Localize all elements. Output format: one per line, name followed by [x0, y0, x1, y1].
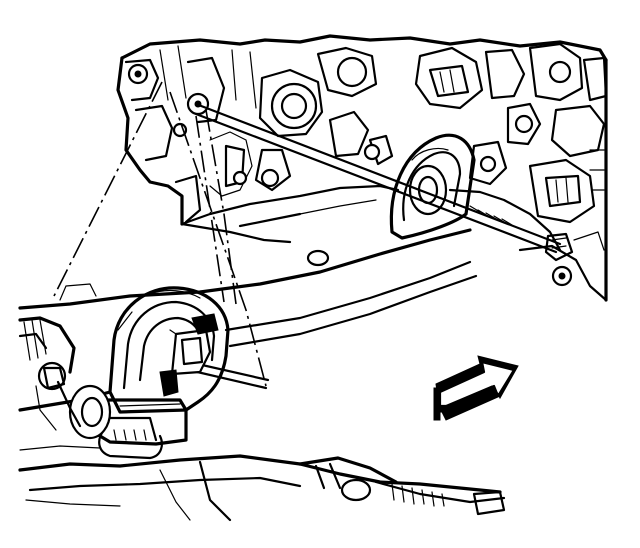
mount-bolt	[178, 102, 574, 390]
alignment-lines	[53, 81, 267, 387]
transmission-mount	[35, 286, 230, 460]
engine-mount-bracket	[389, 133, 476, 240]
steering-rack	[18, 316, 506, 522]
crossmember	[18, 199, 478, 412]
direction-arrow	[433, 355, 519, 421]
